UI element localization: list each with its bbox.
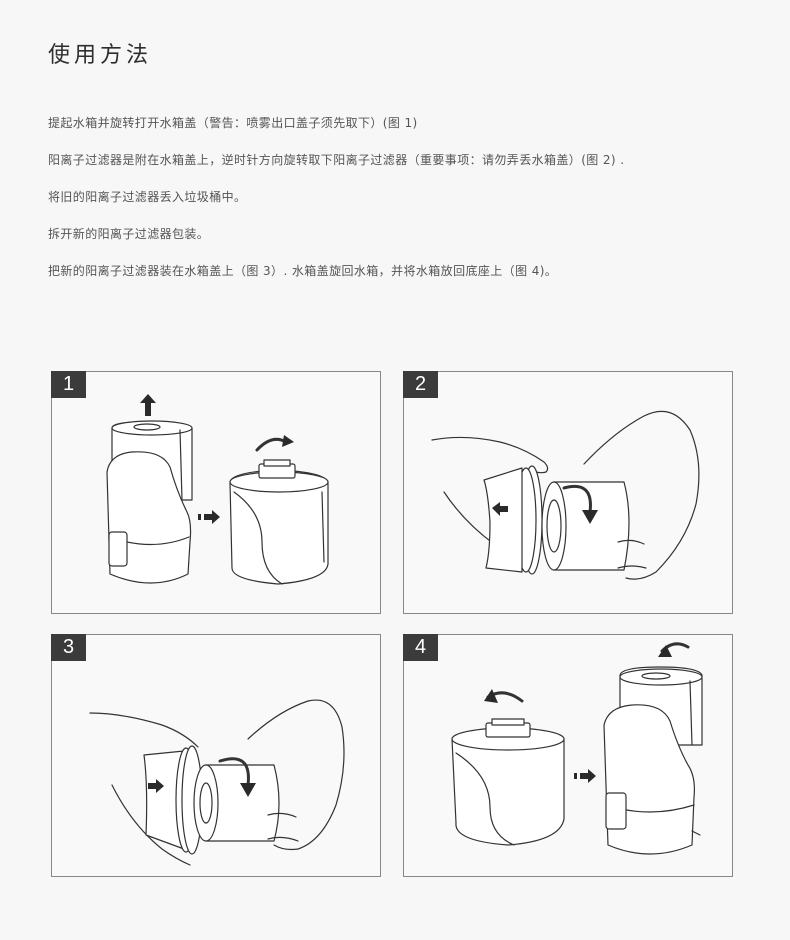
figure-2-number: 2	[403, 371, 438, 398]
instruction-list: 提起水箱并旋转打开水箱盖（警告：喷雾出口盖子须先取下）(图 1) 阳离子过滤器是…	[48, 112, 748, 297]
figure-2-illustration	[431, 410, 700, 580]
rotate-arrow-icon	[240, 783, 256, 797]
figure-4-illustration	[451, 642, 703, 855]
step-1-text: 提起水箱并旋转打开水箱盖（警告：喷雾出口盖子须先取下）(图 1)	[48, 116, 418, 130]
step-4-text: 拆开新的阳离子过滤器包装。	[48, 227, 210, 241]
step-5-text: 把新的阳离子过滤器装在水箱盖上（图 3）. 水箱盖旋回水箱，并将水箱放回底座上（…	[48, 264, 558, 278]
rotate-arrow-icon	[484, 689, 498, 703]
step-2-text: 阳离子过滤器是附在水箱盖上，逆时针方向旋转取下阳离子过滤器（重要事项：请勿弄丢水…	[48, 153, 625, 167]
figure-4-number: 4	[403, 634, 438, 661]
page-title: 使用方法	[48, 42, 153, 68]
figure-1-illustration	[106, 394, 329, 585]
rotate-arrow-icon	[582, 510, 598, 524]
figure-3-panel: 3	[51, 634, 381, 877]
up-arrow-icon	[140, 394, 156, 416]
step-3-text: 将旧的阳离子过滤器丢入垃圾桶中。	[48, 190, 247, 204]
figure-1-number: 1	[51, 371, 86, 398]
figure-4-panel: 4	[403, 634, 733, 877]
right-arrow-icon	[580, 769, 596, 783]
figure-2-panel: 2	[403, 371, 733, 614]
figure-1-panel: 1	[51, 371, 381, 614]
right-arrow-icon	[148, 779, 164, 793]
figure-3-illustration	[89, 699, 345, 866]
figure-3-number: 3	[51, 634, 86, 661]
left-arrow-icon	[492, 502, 508, 516]
rotate-arrow-icon	[282, 435, 294, 447]
right-arrow-icon	[204, 510, 220, 524]
